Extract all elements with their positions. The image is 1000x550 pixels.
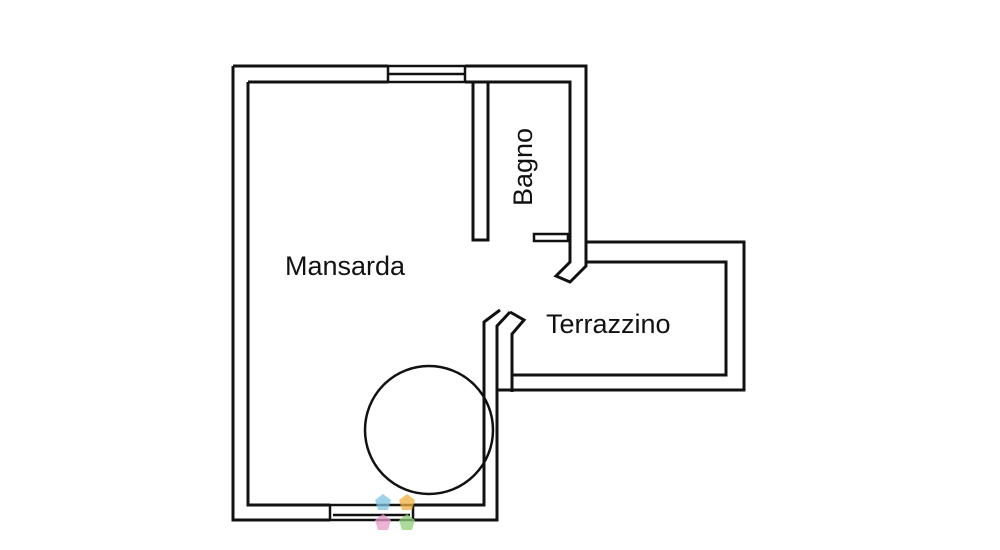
round-table: [363, 364, 495, 496]
room-label-bagno: Bagno: [508, 128, 538, 206]
room-label-terrazzino: Terrazzino: [546, 309, 671, 339]
bagno-partition-wall: [471, 82, 490, 242]
inner-wall: [246, 80, 572, 507]
door-bottom: [328, 503, 415, 522]
outer-wall: [231, 64, 588, 522]
bagno-door-stub: [532, 232, 570, 243]
terrazzino-inner-wall: [512, 260, 728, 377]
terrazzino-outer-wall: [497, 240, 746, 392]
angled-wall-lower: [482, 308, 527, 392]
angled-wall: [553, 242, 588, 284]
watermark-logo-icon: [375, 494, 415, 530]
room-label-mansarda: Mansarda: [285, 251, 406, 281]
